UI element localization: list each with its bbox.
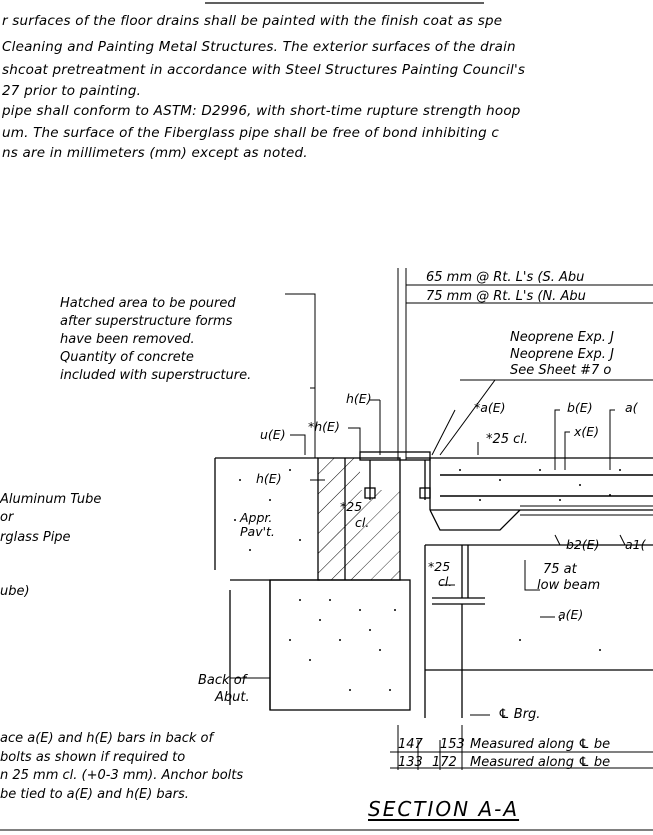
tube-label-2: or (0, 510, 14, 525)
back-abut-1: Back of (198, 673, 247, 688)
hatched-note-3: have been removed. (60, 332, 195, 347)
bottom-note-3: n 25 mm cl. (+0-3 mm). Anchor bolts (0, 768, 244, 783)
hatched-note-4: Quantity of concrete (60, 350, 194, 365)
note-line-6: um. The surface of the Fiberglass pipe s… (2, 125, 499, 141)
brg-label: ℄ Brg. (498, 707, 541, 722)
dim-147: 147 (398, 737, 423, 752)
bar-label-star-hE: *h(E) (308, 419, 340, 434)
neoprene-1: Neoprene Exp. J (510, 330, 614, 345)
note-line-4: 27 prior to painting. (2, 83, 142, 99)
note-line-3: shcoat pretreatment in accordance with S… (2, 62, 526, 78)
tube-label-1: Aluminum Tube (0, 492, 102, 507)
neoprene-3: See Sheet #7 o (510, 363, 612, 378)
tube-label-4: ube) (0, 584, 30, 599)
bar-label-star-25-a: *25 (340, 499, 363, 514)
bottom-note-2: bolts as shown if required to (0, 750, 186, 765)
dim-65-label: 65 mm @ Rt. L's (S. Abu (426, 270, 585, 285)
hatched-note-2: after superstructure forms (60, 314, 233, 329)
concrete-stipple (234, 469, 621, 691)
dim-153: 153 (440, 737, 465, 752)
bar-label-cl-b: cl. (438, 574, 453, 589)
steel-girder (424, 544, 653, 718)
measure-dimensions (390, 725, 653, 770)
bar-label-hE-top: h(E) (346, 391, 372, 406)
hatched-pour-area (318, 458, 360, 580)
neoprene-2: Neoprene Exp. J (510, 347, 614, 362)
low-beam-2: low beam (537, 578, 601, 593)
bar-label-b2E: b2(E) (566, 537, 600, 552)
note-line-7: ns are in millimeters (mm) except as not… (2, 145, 308, 161)
bar-label-aE-low: a(E) (558, 607, 584, 622)
bar-label-uE: u(E) (260, 427, 286, 442)
bottom-note-1: ace a(E) and h(E) bars in back of (0, 731, 214, 746)
hatched-note-1: Hatched area to be poured (60, 296, 236, 311)
label-leaders (230, 379, 653, 716)
bar-label-aE-top: a( (625, 400, 638, 415)
bar-label-cl-a: cl. (355, 515, 370, 530)
bar-label-star-25-cl: *25 cl. (486, 432, 529, 447)
top-dimension-lines (397, 268, 653, 460)
dim-133: 133 (398, 755, 423, 770)
back-abut-2: Abut. (215, 690, 250, 705)
bottom-note-4: be tied to a(E) and h(E) bars. (0, 787, 189, 802)
section-title: SECTION A-A (368, 797, 520, 821)
expansion-joint (359, 451, 431, 500)
bar-label-star-25-b: *25 (428, 559, 451, 574)
tube-label-3: rglass Pipe (0, 530, 71, 545)
deck-slab (406, 457, 653, 531)
hatched-note-5: included with superstructure. (60, 368, 252, 383)
dim-172: 172 (432, 755, 457, 770)
bar-label-xE: x(E) (574, 424, 600, 439)
bar-label-a1E: a1( (625, 537, 646, 552)
measure-1: Measured along ℄ be (470, 737, 611, 752)
low-beam-1: 75 at (543, 562, 577, 577)
appr-label: Appr. (240, 510, 273, 525)
note-line-5: pipe shall conform to ASTM: D2996, with … (2, 103, 521, 119)
hatched-note-bracket (285, 293, 316, 458)
note-line-1: r surfaces of the floor drains shall be … (2, 13, 503, 29)
bar-label-bE: b(E) (567, 400, 593, 415)
bar-label-star-aE: *a(E) (474, 400, 506, 415)
note-line-2: Cleaning and Painting Metal Structures. … (2, 39, 516, 55)
dim-75-label: 75 mm @ Rt. L's (N. Abu (426, 289, 586, 304)
pavt-label: Pav't. (240, 524, 275, 539)
bar-label-hE-left: h(E) (256, 471, 282, 486)
measure-2: Measured along ℄ be (470, 755, 611, 770)
